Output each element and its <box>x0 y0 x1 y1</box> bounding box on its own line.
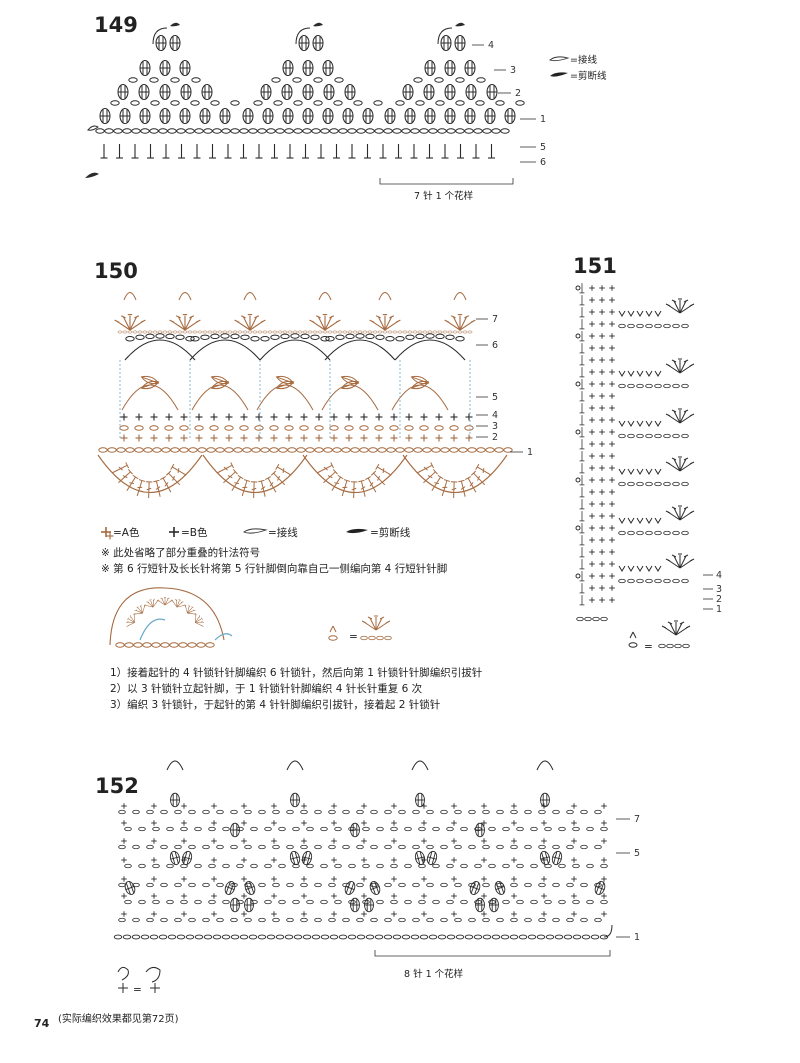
row-label-151-3: 3 <box>716 584 722 595</box>
color-a-icon <box>101 527 111 537</box>
row-label-149-2: 2 <box>515 88 521 99</box>
pattern-150: 150 7 6 5 4 3 2 1 =A色 =B色 =接线 <box>94 259 533 711</box>
row-label-150-5: 5 <box>492 392 498 403</box>
note-150-1: ※ 此处省略了部分重叠的针法符号 <box>101 546 260 559</box>
equation-152-equals: = <box>133 984 142 996</box>
pattern-149: 149 4 3 2 1 5 6 =接线 =剪断线 <box>85 13 607 202</box>
pattern-152-chart <box>113 760 613 940</box>
equation-150-equals: = <box>349 631 358 643</box>
row-label-150-7: 7 <box>492 314 498 325</box>
pattern-151: 151 4 3 2 1 = <box>573 254 722 653</box>
repeat-label-152: 8 针 1 个花样 <box>404 968 463 980</box>
row-label-149-6: 6 <box>540 157 546 168</box>
pattern-150-row-labels: 7 6 5 4 3 2 1 <box>476 314 533 458</box>
row-label-152-1: 1 <box>634 932 640 943</box>
row-label-150-1: 1 <box>527 447 533 458</box>
row-label-152-5: 5 <box>634 848 640 859</box>
pattern-150-legend: =A色 =B色 =接线 =剪断线 <box>101 526 411 541</box>
row-label-150-6: 6 <box>492 340 498 351</box>
row-label-149-1: 1 <box>540 114 546 125</box>
pattern-152: 152 7 5 1 8 针 1 个花样 = <box>95 760 640 996</box>
legend-150-cut: =剪断线 <box>370 526 411 539</box>
pattern-151-chart <box>575 282 695 622</box>
page-number: 74 <box>34 1017 50 1030</box>
legend-150-color-a: =A色 <box>113 526 140 539</box>
pattern-152-number: 152 <box>95 774 139 798</box>
step-150-1: 1）接着起针的 4 针锁针针脚编织 6 针锁针，然后向第 1 针锁针针脚编织引拔… <box>110 666 482 679</box>
join-yarn-icon <box>243 528 268 534</box>
footer-note: (实际编织效果都见第72页) <box>58 1012 179 1025</box>
repeat-bracket-152 <box>374 950 611 957</box>
row-label-151-2: 2 <box>716 594 722 605</box>
row-label-150-3: 3 <box>492 421 498 432</box>
pattern-149-chart <box>85 22 525 178</box>
step-150-3: 3）编织 3 针锁针，于起针的第 4 针针脚编织引拔针，接着起 2 针锁针 <box>110 698 440 711</box>
row-label-150-2: 2 <box>492 432 498 443</box>
pattern-149-legend: =接线 =剪断线 <box>549 54 607 82</box>
pattern-150-motif-detail <box>109 587 233 648</box>
legend-150-color-b: =B色 <box>181 526 208 539</box>
repeat-label-149: 7 针 1 个花样 <box>414 190 473 202</box>
pattern-149-row-labels: 4 3 2 1 5 6 <box>472 40 546 168</box>
pattern-150-number: 150 <box>94 259 138 283</box>
step-150-2: 2）以 3 针锁针立起针脚，于 1 针锁针针脚编织 4 针长针重复 6 次 <box>110 682 423 695</box>
pattern-152-equation <box>117 966 161 993</box>
legend-150-join: =接线 <box>268 526 298 539</box>
cut-yarn-icon <box>346 528 368 534</box>
legend-149-cut: =剪断线 <box>570 70 607 82</box>
pattern-149-number: 149 <box>94 13 138 37</box>
pattern-150-chart <box>97 292 513 499</box>
repeat-bracket-149 <box>379 178 514 185</box>
note-150-2: ※ 第 6 行短针及长长针将第 5 行针脚倒向靠自己一侧编向第 4 行短针针脚 <box>101 562 447 575</box>
pattern-150-equation: = <box>328 615 392 643</box>
row-label-152-7: 7 <box>634 814 640 825</box>
row-label-151-4: 4 <box>716 570 722 581</box>
row-label-151-1: 1 <box>716 604 722 615</box>
legend-149-join: =接线 <box>570 54 597 66</box>
row-label-149-3: 3 <box>510 65 516 76</box>
row-label-149-4: 4 <box>488 40 494 51</box>
join-yarn-icon <box>549 56 570 62</box>
row-label-149-5: 5 <box>540 142 546 153</box>
pattern-151-equation: = <box>628 620 691 653</box>
cut-yarn-icon <box>550 72 568 77</box>
pattern-151-number: 151 <box>573 254 617 278</box>
pattern-152-row-labels: 7 5 1 <box>616 814 640 943</box>
color-b-icon <box>169 527 179 537</box>
equation-151-equals: = <box>644 641 653 653</box>
pattern-151-row-labels: 4 3 2 1 <box>703 570 722 615</box>
row-label-150-4: 4 <box>492 410 498 421</box>
